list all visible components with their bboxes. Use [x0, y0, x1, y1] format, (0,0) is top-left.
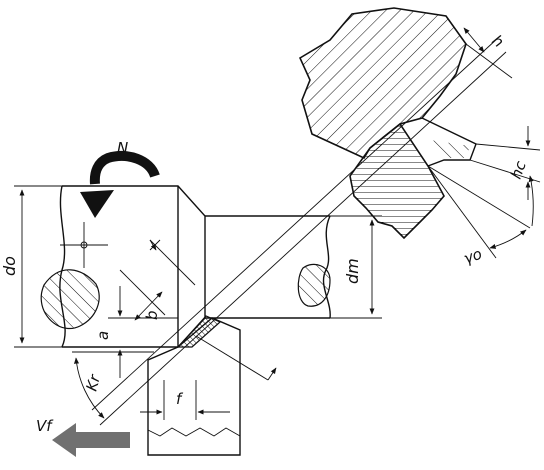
cutting-tool: f: [140, 315, 241, 456]
chip-section: [298, 7, 477, 240]
rake-angle-dimension: γo: [427, 165, 534, 268]
outer-diameter-label: do: [0, 256, 19, 276]
machined-diameter-label: dm: [343, 258, 362, 284]
feed-velocity-label: Vf: [36, 417, 54, 435]
rotation-label: N: [117, 139, 128, 157]
chip-thickness-label: h: [488, 31, 507, 51]
approach-angle-label: Kr: [82, 372, 104, 393]
rotation-arrow: N: [80, 139, 160, 218]
deformed-chip-thickness-dimension: hc: [469, 126, 541, 200]
workpiece-chip-hatch: [349, 122, 445, 240]
chip-width-label: b: [143, 310, 161, 320]
workpiece-machined-section: [205, 215, 331, 319]
deformed-chip-thickness-label: hc: [507, 158, 530, 182]
machined-section-hatch: [297, 263, 331, 307]
feed-velocity-arrow: Vf: [36, 417, 130, 457]
rake-angle-label: γo: [461, 245, 484, 268]
chip-width-dimension: b: [119, 239, 196, 321]
workpiece-section-hatch: [40, 269, 100, 330]
depth-of-cut-label: a: [94, 331, 112, 340]
machined-diameter-dimension: dm: [330, 215, 382, 319]
section-line-marks: [195, 335, 277, 381]
feed-per-rev-label: f: [176, 390, 184, 408]
approach-angle-dimension: Kr: [72, 351, 154, 419]
workpiece-large-section: [40, 185, 206, 348]
section-axis: [91, 37, 507, 426]
outer-diameter-dimension: do: [0, 185, 62, 348]
chip-hatch: [298, 7, 467, 160]
depth-of-cut-dimension: a: [94, 286, 178, 378]
